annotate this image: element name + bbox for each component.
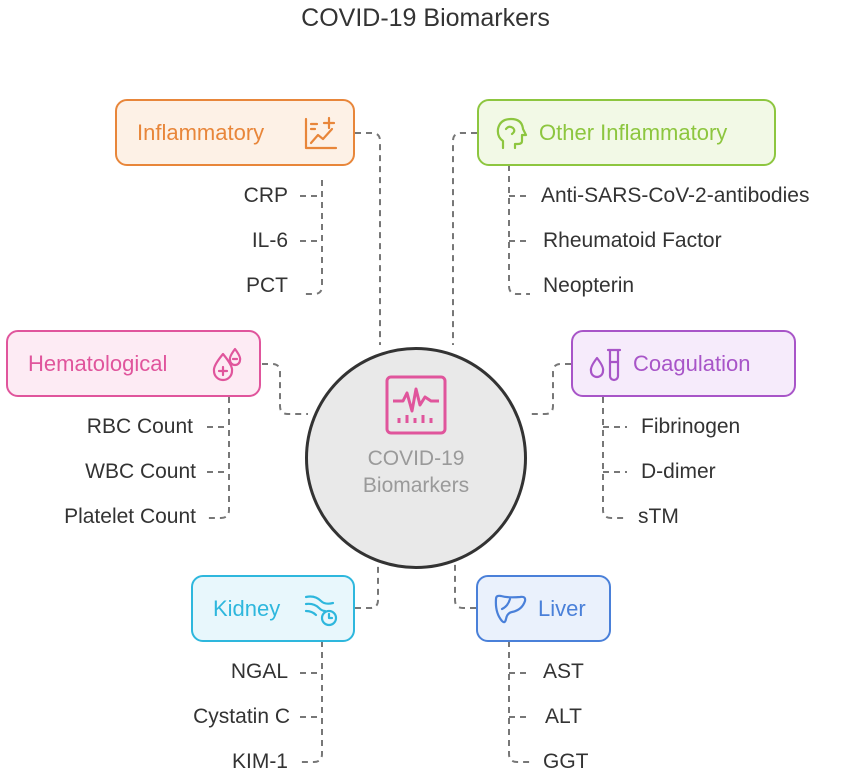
hematological-item: RBC Count: [86, 415, 193, 438]
coagulation-item: Fibrinogen: [641, 415, 741, 438]
coagulation-item: D-dimer: [641, 460, 716, 483]
liver-label: Liver: [538, 595, 586, 621]
kidney-flow-icon: [303, 591, 339, 627]
center-label-line1: COVID-19: [367, 447, 465, 470]
kidney-item: Cystatin C: [193, 705, 290, 728]
center-node: [305, 347, 527, 569]
inflammatory-node: Inflammatory: [115, 99, 355, 166]
coagulation-label: Coagulation: [633, 350, 751, 376]
blood-drops-icon: [209, 346, 245, 382]
hematological-item: Platelet Count: [64, 505, 196, 528]
coagulation-item: sTM: [638, 505, 679, 528]
other-inflammatory-node: Other Inflammatory: [477, 99, 776, 166]
drop-test-tube-icon: [587, 346, 623, 382]
kidney-node: Kidney: [191, 575, 355, 642]
center-label: COVID-19 Biomarkers: [305, 445, 527, 499]
other-inflammatory-label: Other Inflammatory: [539, 119, 728, 145]
other-inflammatory-item: Anti-SARS-CoV-2-antibodies: [541, 184, 810, 207]
heart-monitor-icon: [385, 375, 447, 435]
liver-node: Liver: [476, 575, 611, 642]
inflammatory-label: Inflammatory: [137, 119, 265, 145]
other-inflammatory-item: Neopterin: [543, 274, 635, 297]
liver-item: AST: [543, 660, 584, 683]
center-label-line2: Biomarkers: [362, 474, 470, 497]
inflammatory-item: PCT: [246, 274, 288, 297]
diagram-title: COVID-19 Biomarkers: [301, 4, 550, 32]
kidney-label: Kidney: [213, 595, 281, 621]
liver-icon: [492, 591, 528, 627]
head-profile-icon: [493, 115, 529, 151]
other-inflammatory-item: Rheumatoid Factor: [543, 229, 722, 252]
liver-item: GGT: [543, 750, 589, 773]
kidney-item: NGAL: [230, 660, 288, 683]
inflammatory-item: IL-6: [251, 229, 288, 252]
liver-item: ALT: [545, 705, 582, 728]
coagulation-node: Coagulation: [571, 330, 796, 397]
chart-plus-icon: [303, 115, 339, 151]
hematological-item: WBC Count: [85, 460, 196, 483]
hematological-label: Hematological: [28, 350, 168, 376]
hematological-node: Hematological: [6, 330, 261, 397]
kidney-item: KIM-1: [231, 750, 288, 773]
inflammatory-item: CRP: [243, 184, 288, 207]
